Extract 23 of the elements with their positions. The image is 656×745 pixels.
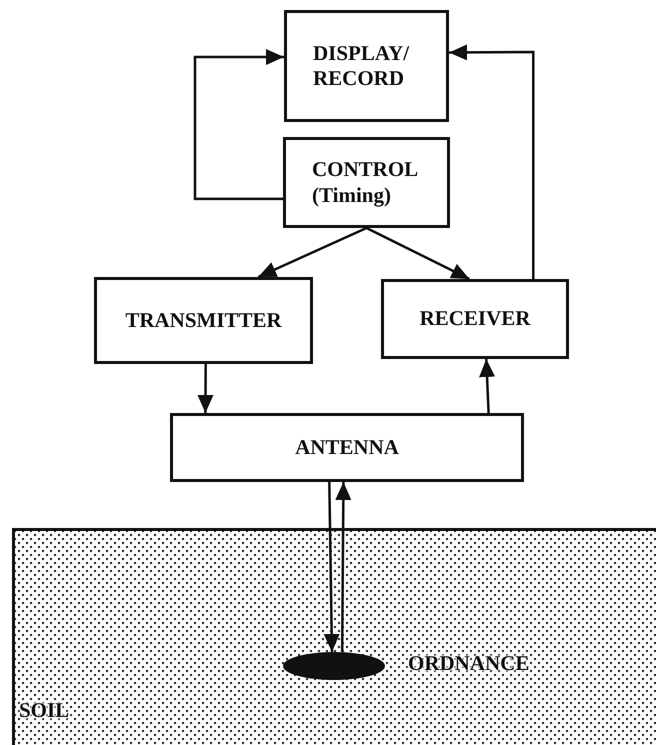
soil-region bbox=[12, 528, 656, 745]
ordnance-ellipse bbox=[283, 652, 385, 680]
ordnance-label: ORDNANCE bbox=[408, 651, 530, 676]
antenna-box bbox=[170, 413, 524, 482]
arrow bbox=[194, 49, 284, 200]
display-record-box bbox=[284, 10, 449, 122]
box-title: ANTENNA bbox=[295, 434, 399, 460]
arrow bbox=[479, 358, 496, 414]
soil-label: SOIL bbox=[19, 698, 70, 723]
arrow bbox=[335, 482, 352, 652]
box-title: RECEIVER bbox=[420, 306, 530, 332]
arrow bbox=[449, 44, 535, 279]
box-title: TRANSMITTER bbox=[125, 308, 282, 334]
box-title: CONTROL bbox=[312, 157, 418, 182]
control-box bbox=[283, 137, 450, 228]
box-title: DISPLAY/ RECORD bbox=[313, 40, 410, 92]
arrow bbox=[366, 226, 470, 280]
receiver-box bbox=[381, 279, 569, 359]
arrow bbox=[324, 482, 340, 652]
arrow bbox=[198, 364, 214, 413]
transmitter-box bbox=[94, 277, 313, 364]
box-subtitle: (Timing) bbox=[312, 182, 391, 208]
arrow bbox=[258, 226, 368, 278]
